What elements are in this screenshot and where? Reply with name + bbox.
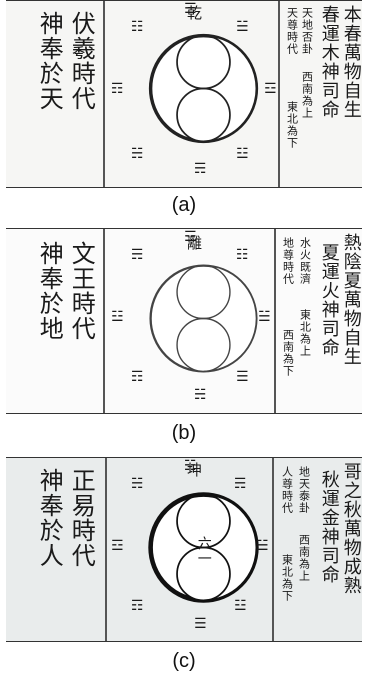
panel-a: 伏羲時代 神奉於天 乾 ☰ ☱ ☲ ☳ ☴ ☵ ☶ ☷ 本春萬物自生 春運木神司… [6, 0, 362, 188]
taiji-symbol [148, 492, 259, 603]
trigram-icon: ☶ [111, 81, 124, 97]
caption-a: (a) [171, 194, 197, 216]
taiji-symbol [149, 264, 258, 373]
era-title: 文王時代 [67, 241, 96, 341]
trigram-icon: ☱ [258, 309, 271, 325]
right-text-3: 地天泰卦 [297, 466, 311, 514]
trigram-top-label: 乾 [185, 5, 203, 20]
trigram-icon: ☲ [111, 538, 124, 554]
trigram-icon: ☴ [194, 161, 207, 177]
trigram-icon: ☲ [184, 229, 197, 245]
trigram-icon: ☵ [194, 387, 207, 403]
worship-text: 神奉於天 [35, 11, 64, 111]
trigram-icon: ☳ [111, 309, 124, 325]
trigram-icon: ☳ [236, 146, 249, 162]
taiji-symbol [148, 33, 259, 144]
era-title: 伏羲時代 [67, 11, 96, 111]
trigram-icon: ☷ [236, 247, 249, 263]
caption-c: (c) [172, 650, 196, 672]
trigram-icon: ☰ [194, 616, 207, 632]
right-text-2: 秋運金神司命 [318, 470, 340, 584]
right-text-6: 東北為下 [280, 554, 294, 602]
panel-c: 正易時代 神奉於人 六一 坤 ☷ ☴ ☱ ☳ ☰ ☶ ☲ ☵ 哥之秋萬物成熟 秋… [6, 457, 362, 642]
right-text-5: 西南為上 [297, 534, 311, 582]
right-text-1: 哥之秋萬物成熟 [340, 462, 362, 595]
divider [272, 458, 274, 641]
divider [105, 458, 107, 641]
center-label: 六一 [195, 536, 212, 566]
trigram-icon: ☳ [234, 598, 247, 614]
right-text-4: 人尊時代 [280, 466, 294, 514]
right-text-4: 天尊時代 [285, 7, 299, 55]
worship-text: 神奉於地 [35, 241, 64, 341]
trigram-icon: ☰ [184, 1, 197, 17]
right-text-6: 東北為下 [285, 101, 299, 149]
trigram-icon: ☲ [264, 81, 277, 97]
caption-b: (b) [171, 422, 197, 444]
trigram-top-label: 離 [185, 235, 203, 250]
divider [103, 1, 105, 187]
divider [103, 229, 105, 413]
right-text-6: 西南為下 [281, 329, 295, 377]
trigram-icon: ☶ [131, 369, 144, 385]
right-text-4: 地尊時代 [281, 237, 295, 285]
right-text-2: 夏運火神司命 [318, 243, 340, 357]
right-text-3: 天地否卦 [300, 7, 314, 55]
trigram-icon: ☵ [131, 476, 144, 492]
trigram-icon: ☰ [236, 369, 249, 385]
trigram-top-label: 坤 [185, 462, 203, 477]
era-title: 正易時代 [67, 468, 96, 568]
divider [278, 1, 280, 187]
worship-text: 神奉於人 [35, 468, 64, 568]
divider [274, 229, 276, 413]
right-text-2: 春運木神司命 [318, 5, 340, 119]
right-text-5: 西南為上 [300, 71, 314, 119]
trigram-icon: ☴ [234, 476, 247, 492]
trigram-icon: ☶ [131, 598, 144, 614]
trigram-icon: ☱ [236, 19, 249, 35]
right-text-1: 本春萬物自生 [340, 5, 362, 119]
right-text-1: 熱陰夏萬物自生 [340, 233, 362, 366]
trigram-icon: ☵ [131, 146, 144, 162]
trigram-icon: ☴ [131, 247, 144, 263]
panel-b: 文王時代 神奉於地 離 ☲ ☷ ☱ ☰ ☵ ☶ ☳ ☴ 熱陰夏萬物自生 夏運火神… [6, 228, 362, 414]
trigram-icon: ☷ [184, 458, 197, 474]
right-text-5: 東北為上 [298, 309, 312, 357]
right-text-3: 水火既濟 [298, 237, 312, 285]
trigram-icon: ☷ [131, 19, 144, 35]
trigram-icon: ☱ [256, 538, 269, 554]
